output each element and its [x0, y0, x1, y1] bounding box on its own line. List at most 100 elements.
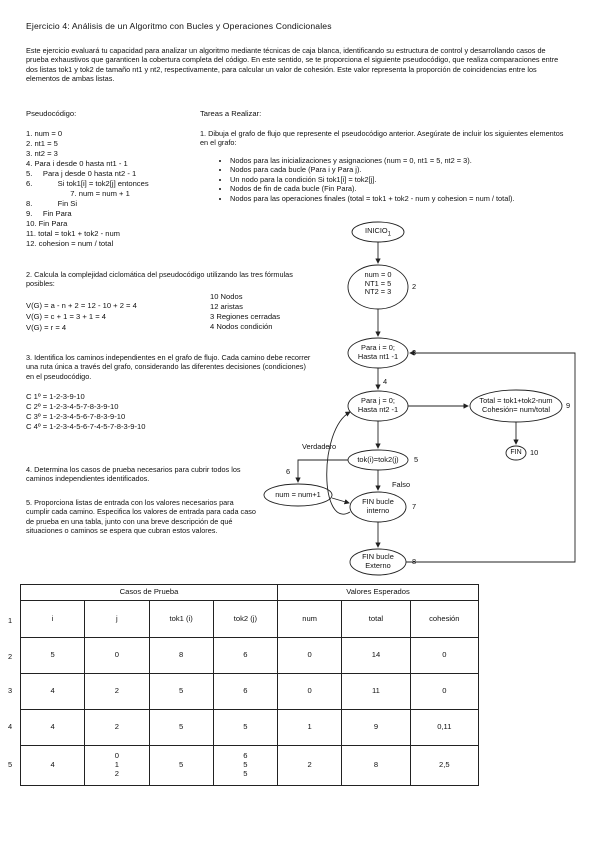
path-line: C 3º = 1-2-3-4-5-6-7-8-3-9-10: [26, 412, 126, 421]
bullet-item: Nodos para cada bucle (Para i y Para j).: [230, 165, 515, 174]
col-header-num: num: [276, 600, 343, 638]
table-cell: 0 1 2: [84, 745, 150, 786]
table-cell: 5: [148, 673, 214, 710]
table-group-header-row: Casos de Prueba Valores Esperados: [20, 584, 479, 601]
node-9-label: Total = tok1+tok2-num Cohesión= num/tota…: [470, 396, 562, 414]
bullet-item: Un nodo para la condición Si tok1[i] = t…: [230, 175, 515, 184]
node-2-line: NT2 = 3: [364, 287, 392, 297]
table-cell: 0,11: [409, 709, 480, 746]
test-cases-table: Casos de Prueba Valores Esperados i j to…: [19, 584, 480, 786]
pseudocode-heading: Pseudocódigo:: [26, 109, 77, 118]
table-cell: 5: [148, 709, 214, 746]
bullet-item: Nodos para las inicializaciones y asigna…: [230, 156, 515, 165]
node-2-number: 2: [412, 282, 417, 291]
path-line: C 2º = 1-2-3-4-5-7-8-3-9-10: [26, 402, 119, 411]
table-row: 4 2 5 5 1 9 0,11: [19, 709, 480, 746]
node-8-label: FIN bucle Externo: [350, 552, 406, 570]
page-title: Ejercicio 4: Análisis de un Algoritmo co…: [26, 21, 332, 31]
table-cell: 0: [409, 673, 480, 710]
node-6-number: 6: [286, 467, 291, 476]
table-cell: 0: [276, 673, 343, 710]
node-4-line: Hasta nt2 -1: [357, 404, 399, 414]
edge-8-3: [406, 350, 576, 563]
edge-6-7: [331, 497, 350, 505]
bullet-item: Nodos de fin de cada bucle (Fin Para).: [230, 184, 515, 193]
task-4-text: 4. Determina los casos de prueba necesar…: [26, 465, 241, 484]
table-row: 4 0 1 2 5 6 5 5 2 8 2,5: [19, 745, 480, 786]
node-7-line: FIN bucle: [362, 497, 394, 506]
pseudo-line: 11. total = tok1 + tok2 - num: [26, 229, 120, 238]
group-header-expected: Valores Esperados: [277, 584, 479, 601]
bullet-item: Nodos para las operaciones finales (tota…: [230, 194, 515, 203]
row-number: 3: [8, 686, 13, 695]
group-header-inputs: Casos de Prueba: [20, 584, 278, 601]
node-6-shape: [263, 483, 333, 507]
table-cell: 0: [409, 637, 480, 674]
node-9-line: Total = tok1+tok2-num: [479, 396, 553, 405]
tasks-heading: Tareas a Realizar:: [200, 109, 262, 118]
task-5-text: 5. Proporciona listas de entrada con los…: [26, 498, 256, 535]
col-header-i: i: [19, 600, 86, 638]
node-7-label: FIN bucle interno: [350, 497, 406, 515]
edge-7-4: [326, 411, 351, 515]
pseudo-line: 1. num = 0: [26, 129, 63, 138]
table-cell: 6: [212, 637, 279, 674]
node-8-line: Externo: [365, 560, 391, 570]
graph-stat: 4 Nodos condición: [210, 322, 273, 331]
node-4-label: Para j = 0; Hasta nt2 -1: [348, 396, 408, 414]
table-cell: 2: [84, 709, 150, 746]
formula-line: V(G) = r = 4: [26, 323, 67, 332]
task-1-bullets: Nodos para las inicializaciones y asigna…: [218, 156, 515, 203]
table-header-row: i j tok1 (i) tok2 (j) num total cohesión: [19, 600, 480, 638]
table-cell: 14: [341, 637, 411, 674]
row-number: 5: [8, 760, 13, 769]
node-3-line: Para i = 0;: [361, 343, 395, 352]
table-cell: 8: [148, 637, 214, 674]
table-row: 4 2 5 6 0 11 0: [19, 673, 480, 710]
pseudo-line: 12. cohesion = num / total: [26, 239, 114, 248]
table-cell: 4: [19, 673, 86, 710]
node-4-number: 4: [383, 377, 388, 386]
node-6-label: num = num+1: [275, 490, 321, 499]
table-row: 5 0 8 6 0 14 0: [19, 637, 480, 674]
intro-paragraph: Este ejercicio evaluará tu capacidad par…: [26, 46, 559, 83]
graph-stat: 3 Regiones cerradas: [210, 312, 281, 321]
pseudo-line: 6. Si tok1[i] = tok2[j] entonces: [26, 179, 149, 188]
table-cell: 2,5: [409, 745, 480, 786]
label-false: Falso: [392, 480, 411, 489]
task-2-text: 2. Calcula la complejidad ciclomática de…: [26, 270, 293, 289]
row-number: 4: [8, 722, 13, 731]
col-header-cohesion: cohesión: [409, 600, 480, 638]
node-2-line: num = 0: [364, 270, 392, 279]
col-header-tok2: tok2 (j): [212, 600, 279, 638]
table-cell: 8: [341, 745, 411, 786]
table-cell: 1: [276, 709, 343, 746]
node-7-line: interno: [366, 505, 390, 515]
table-cell: 5: [212, 709, 279, 746]
formula-line: V(G) = a - n + 2 = 12 - 10 + 2 = 4: [26, 301, 137, 310]
node-4-line: Para j = 0;: [361, 396, 395, 405]
table-cell: 5: [19, 637, 86, 674]
table-cell: 0: [276, 637, 343, 674]
row-number: 1: [8, 616, 13, 625]
path-line: C 4º = 1-2-3-4-5-6-7-4-5-7-8-3-9-10: [26, 422, 146, 431]
row-number: 2: [8, 652, 13, 661]
node-9-number: 9: [566, 401, 571, 410]
table-cell: 2: [84, 673, 150, 710]
node-5-label: tok(i)=tok2(j): [357, 455, 399, 464]
task-3-text: 3. Identifica los caminos independientes…: [26, 353, 311, 381]
table-cell: 4: [19, 709, 86, 746]
pseudo-line: 7. num = num + 1: [26, 189, 130, 198]
pseudo-line: 4. Para i desde 0 hasta nt1 - 1: [26, 159, 128, 168]
node-10-number: 10: [530, 448, 539, 457]
table-cell: 0: [84, 637, 150, 674]
edge-5-6: [295, 459, 348, 483]
table-cell: 4: [19, 745, 86, 786]
node-2-line: NT1 = 5: [364, 278, 392, 288]
formula-line: V(G) = c + 1 = 3 + 1 = 4: [26, 312, 106, 321]
pseudo-line: 5. Para j desde 0 hasta nt2 - 1: [26, 169, 137, 178]
node-10-shape: [505, 445, 527, 461]
pseudo-line: 2. nt1 = 5: [26, 139, 58, 148]
node-10-label: FIN: [510, 449, 522, 456]
